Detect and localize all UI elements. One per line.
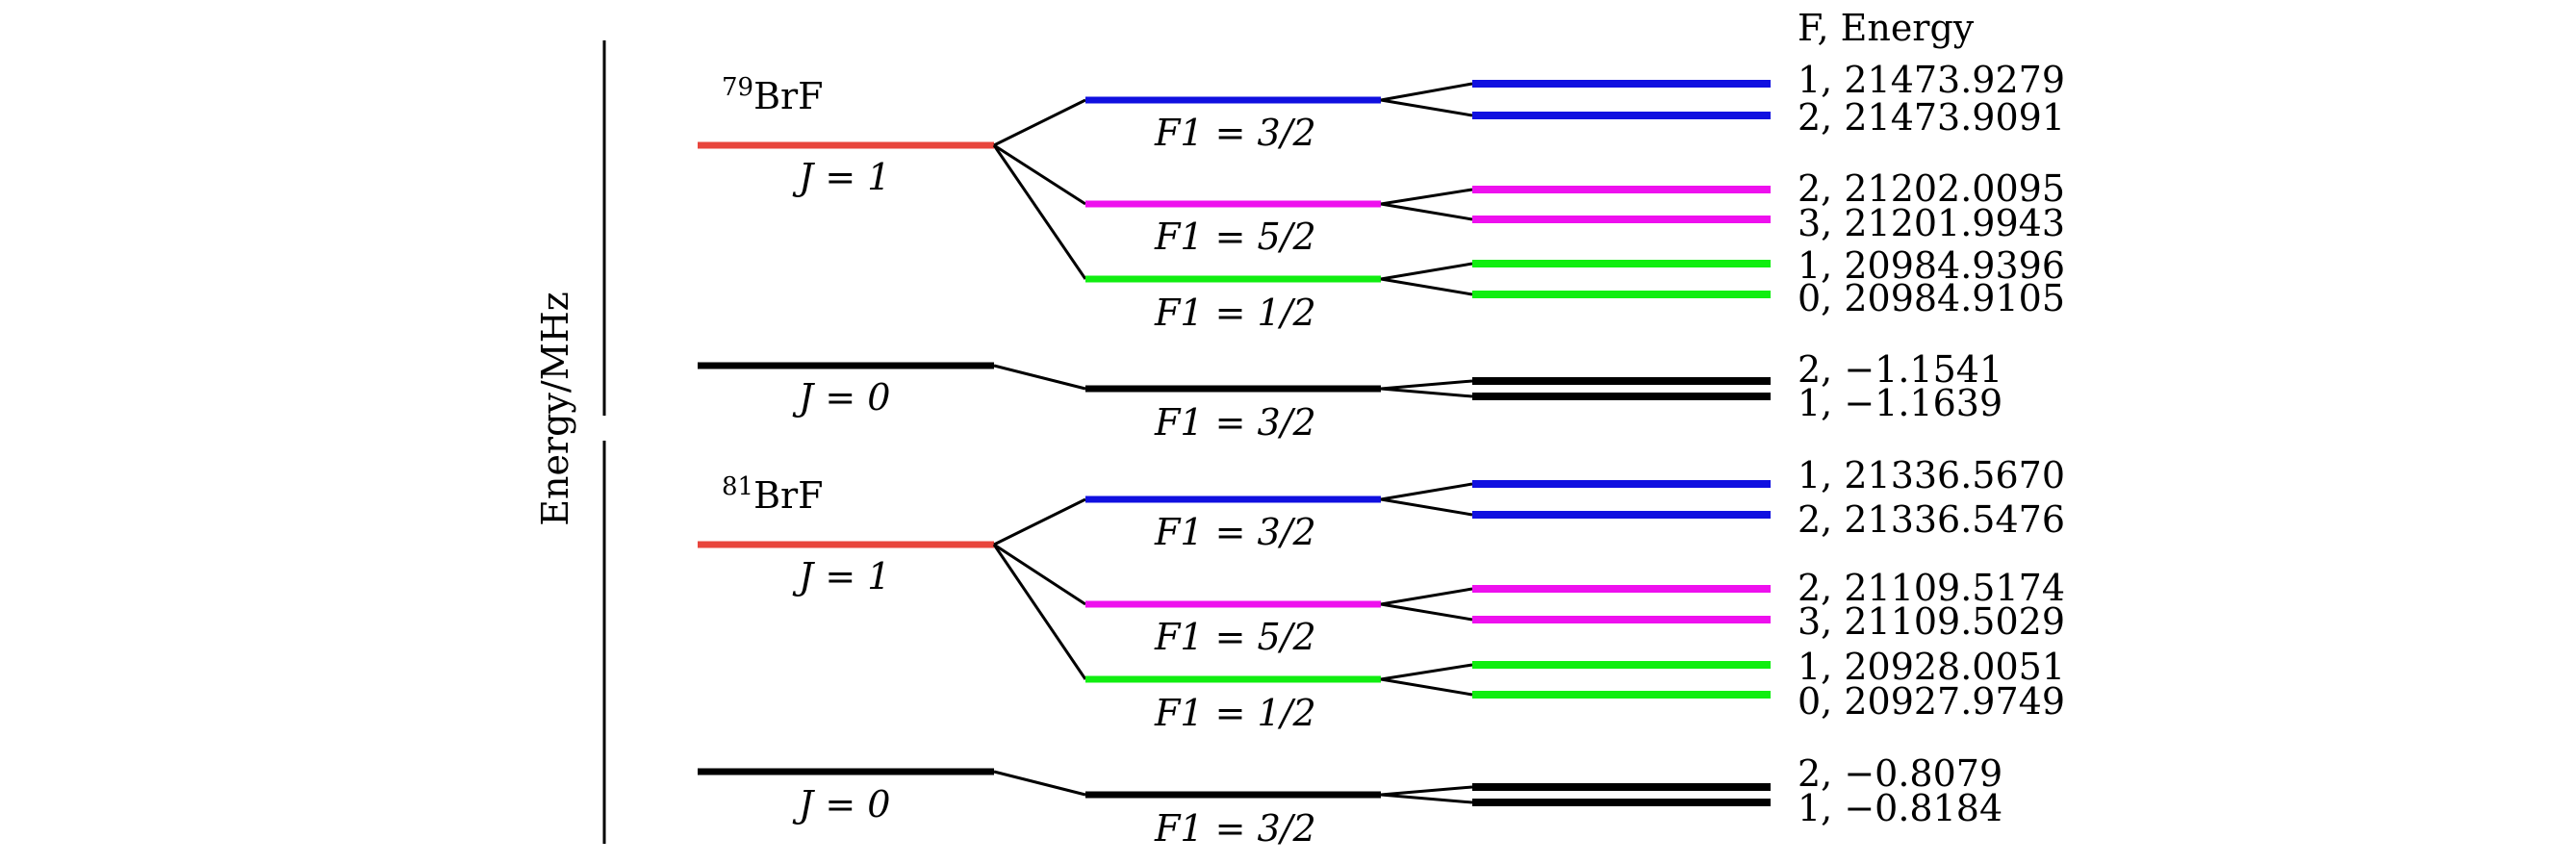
level-value: 3, 21201.9943 (1798, 202, 2065, 244)
label-f1: F1 = 3/2 (1154, 401, 1316, 444)
connector (993, 143, 1086, 206)
connector (993, 98, 1086, 147)
level-value: 1, 20928.0051 (1798, 646, 2065, 688)
level-value: 2, −0.8079 (1798, 752, 2002, 795)
connector (1380, 277, 1473, 296)
label-j0: J = 0 (792, 376, 890, 419)
connector (1380, 793, 1473, 804)
level-value: 2, 21336.5476 (1798, 498, 2065, 541)
connector (992, 544, 1087, 680)
label-j0: J = 0 (792, 783, 890, 826)
level-value: 3, 21109.5029 (1798, 600, 2065, 643)
column-header: F, Energy (1798, 7, 1975, 49)
connector (993, 364, 1086, 391)
isotope-81brf: 81BrF J = 1 F1 = 3/2 1, 21336.5670 2, 21… (698, 454, 2065, 850)
level-value: 1, −1.1639 (1798, 382, 2002, 424)
connector (1380, 602, 1473, 622)
connector (1380, 587, 1473, 606)
connector (1380, 202, 1473, 221)
level-value: 1, 21473.9279 (1798, 59, 2065, 101)
level-value: 1, −0.8184 (1798, 787, 2002, 829)
label-j1: J = 1 (792, 555, 890, 597)
level-value: 1, 21336.5670 (1798, 454, 2065, 496)
level-value: 2, 21109.5174 (1798, 567, 2065, 609)
level-value: 2, 21202.0095 (1798, 167, 2065, 210)
connector (1380, 482, 1473, 501)
y-axis-label: Energy/MHz (534, 292, 576, 526)
connector (1380, 677, 1473, 697)
level-value: 2, 21473.9091 (1798, 96, 2065, 139)
isotope-79brf: 79BrF J = 1 F1 = 3/2 1, 21473.9279 2, 21… (698, 59, 2065, 444)
connector (1380, 663, 1473, 681)
isotope-label: 79BrF (722, 73, 824, 117)
connector (1380, 188, 1473, 206)
level-value: 0, 20984.9105 (1798, 277, 2065, 319)
connector (993, 770, 1086, 797)
connector (1380, 82, 1473, 102)
label-f1: F1 = 1/2 (1154, 692, 1316, 734)
connector (1380, 785, 1473, 797)
connector (1380, 387, 1473, 398)
label-f1: F1 = 3/2 (1154, 511, 1316, 553)
connector (1380, 497, 1473, 517)
level-value: 2, −1.1541 (1798, 348, 2002, 391)
label-f1: F1 = 3/2 (1154, 807, 1316, 850)
level-value: 1, 20984.9396 (1798, 244, 2065, 287)
label-j1: J = 1 (792, 156, 890, 198)
connector (1380, 98, 1473, 117)
label-f1: F1 = 1/2 (1154, 292, 1316, 334)
connector (993, 497, 1086, 546)
connector (1380, 262, 1473, 281)
connector (993, 543, 1086, 606)
label-f1: F1 = 5/2 (1154, 616, 1316, 658)
connector (992, 144, 1087, 280)
connector (1380, 379, 1473, 391)
level-value: 0, 20927.9749 (1798, 680, 2065, 723)
isotope-label: 81BrF (722, 472, 824, 517)
label-f1: F1 = 3/2 (1154, 112, 1316, 154)
label-f1: F1 = 5/2 (1154, 216, 1316, 258)
